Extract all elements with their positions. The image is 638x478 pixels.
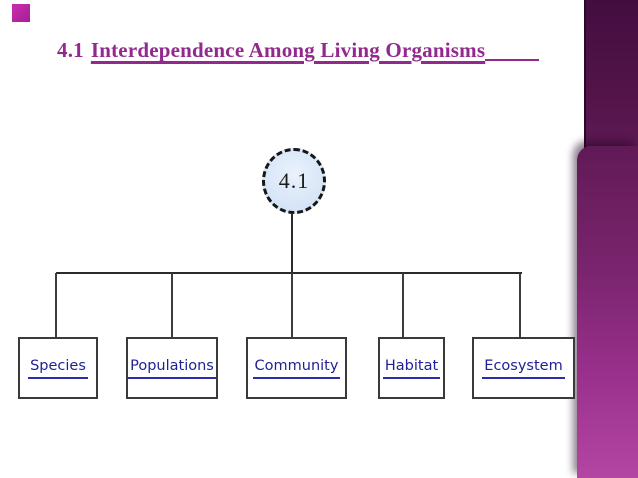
sidebar-strip-main	[577, 146, 638, 478]
title-number: 4.1	[57, 38, 84, 62]
term-label: Ecosystem	[482, 358, 565, 379]
connector-drop	[402, 273, 404, 337]
root-node: 4.1	[262, 148, 326, 214]
title-text: Interdependence Among Living Organisms	[90, 38, 486, 62]
term-label: Community	[252, 358, 341, 379]
connector-drop	[171, 273, 173, 337]
term-box-community: Community	[246, 337, 347, 399]
term-box-ecosystem: Ecosystem	[472, 337, 575, 399]
term-label: Populations	[128, 358, 216, 379]
term-box-populations: Populations	[126, 337, 218, 399]
sidebar-strip-top	[584, 0, 638, 150]
connector-drop	[519, 273, 521, 337]
term-label: Habitat	[382, 358, 441, 379]
connector-bar	[56, 272, 522, 274]
term-box-habitat: Habitat	[378, 337, 445, 399]
term-box-species: Species	[18, 337, 98, 399]
term-label: Species	[28, 358, 88, 379]
connector-drop	[55, 273, 57, 337]
connector-drop	[291, 273, 293, 337]
connector-stem	[291, 213, 293, 273]
root-node-label: 4.1	[278, 168, 310, 193]
title-underline-tail	[485, 38, 540, 61]
accent-square	[12, 4, 30, 22]
